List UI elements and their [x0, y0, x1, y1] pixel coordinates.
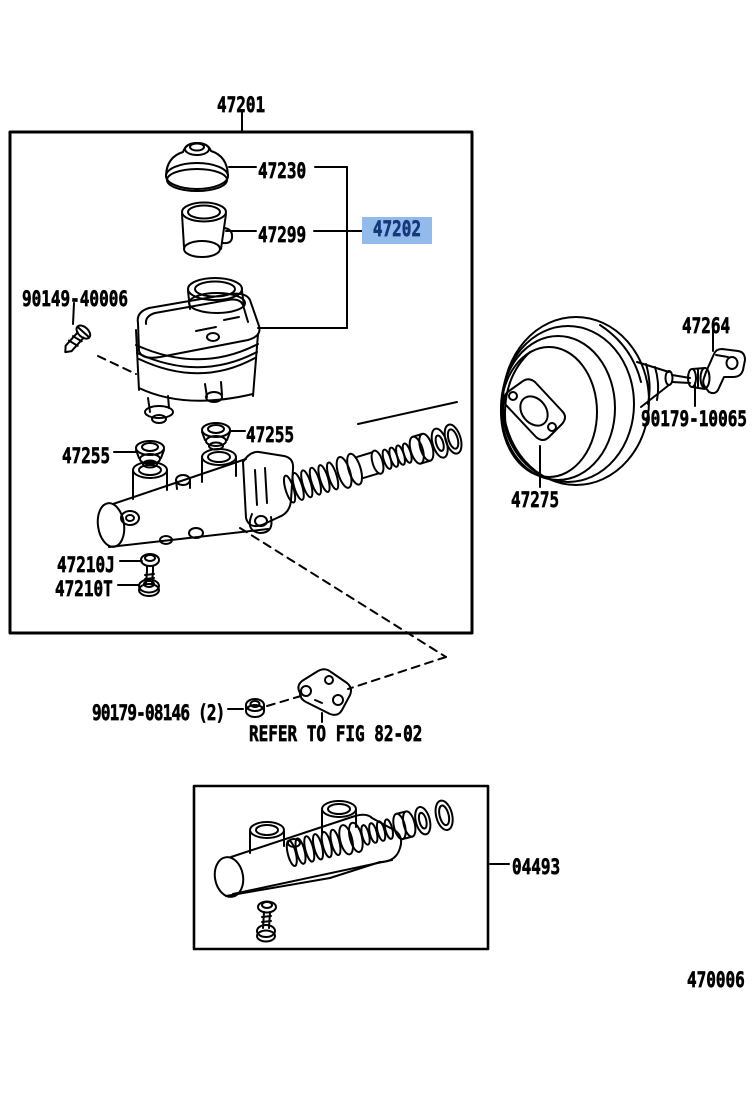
brake-booster-drawing [501, 317, 690, 485]
part-number-master-cylinder-assembly[interactable]: 47201 [217, 91, 266, 118]
reference-dashed-lines [98, 356, 446, 706]
part-number-clevis-locknut[interactable]: 90179-10065 [641, 405, 747, 432]
part-number-grommet-front[interactable]: 47255 [246, 421, 295, 448]
part-number-mounting-nut[interactable]: 90179-08146 (2) [92, 699, 226, 726]
outlet-gasket-drawing [141, 554, 159, 571]
part-number-outlet-gasket[interactable]: 47210J [57, 551, 115, 578]
repair-kit-box [194, 786, 488, 949]
main-assembly-box [10, 132, 472, 633]
clevis-drawing [703, 349, 745, 393]
mounting-nut-drawing [246, 699, 264, 717]
master-cylinder-drawing [95, 402, 457, 549]
repair-kit-drawing [212, 799, 456, 942]
reservoir-cap-drawing [166, 143, 228, 191]
piston-kit-drawing [281, 422, 465, 506]
grommet-front-drawing [202, 423, 230, 450]
reservoir-screw-drawing [59, 323, 92, 357]
part-number-reservoir-selected[interactable]: 47202 [362, 217, 432, 244]
part-number-reservoir-screw[interactable]: 90149-40006 [22, 285, 128, 312]
part-number-outlet-bolt[interactable]: 47210T [55, 575, 113, 602]
reservoir-tank-drawing [136, 278, 260, 423]
part-number-clevis[interactable]: 47264 [682, 312, 731, 339]
part-number-repair-kit[interactable]: 04493 [512, 853, 561, 880]
reservoir-filter-drawing [182, 203, 232, 258]
refer-note: REFER TO FIG 82-02 [249, 720, 423, 747]
part-number-grommet-rear[interactable]: 47255 [62, 442, 111, 469]
part-number-reservoir-filter[interactable]: 47299 [258, 221, 307, 248]
bracket-drawing [298, 669, 351, 715]
outlet-bolt-drawing [139, 571, 159, 596]
leader-lines [73, 112, 713, 864]
booster-gasket-drawing [504, 379, 565, 440]
part-number-booster-gasket[interactable]: 47275 [511, 486, 560, 513]
figure-code: 470006 [687, 966, 745, 993]
part-number-reservoir-cap[interactable]: 47230 [258, 157, 307, 184]
